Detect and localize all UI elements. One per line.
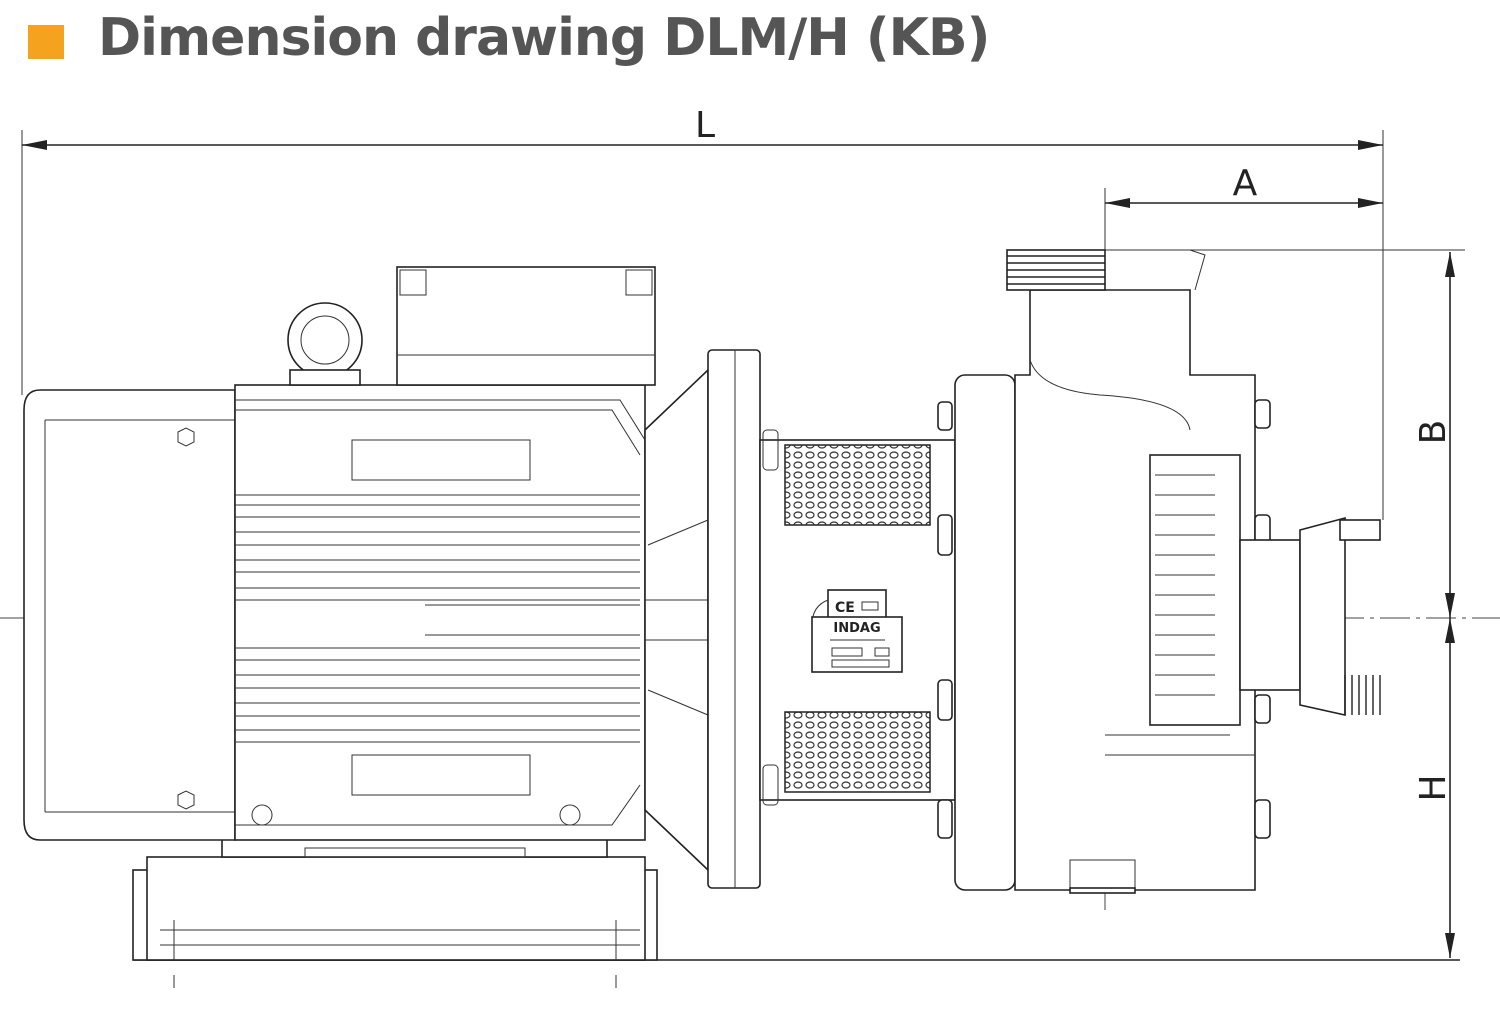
base-frame <box>132 824 658 961</box>
motor-fan-cover <box>23 389 236 841</box>
dimension-label-H: H <box>1413 774 1454 801</box>
dimension-label-A: A <box>1233 163 1258 204</box>
nameplate: CE INDAG <box>811 589 903 673</box>
lifting-eye-bolt <box>287 302 363 386</box>
title-bullet-square <box>28 25 64 59</box>
motor-bracket <box>644 368 709 872</box>
dimension-B-H: B H <box>1190 249 1465 958</box>
flange <box>707 349 761 889</box>
terminal-box <box>396 266 656 386</box>
dimension-A: A <box>1104 163 1383 250</box>
casing-bolts <box>937 399 1271 839</box>
discharge-port-thread <box>1006 249 1206 291</box>
guard-upper-perforated <box>784 444 931 526</box>
page-title: Dimension drawing DLM/H (KB) <box>98 8 990 68</box>
ce-mark: CE <box>835 600 855 616</box>
motor-body <box>234 384 646 841</box>
dimension-label-B: B <box>1413 420 1454 445</box>
dimension-L: L <box>21 105 1384 520</box>
dimension-label-L: L <box>695 105 715 146</box>
guard-lower-perforated <box>784 711 931 793</box>
brand-name: INDAG <box>833 621 880 636</box>
suction-port-thread <box>1239 516 1381 716</box>
pump-casing <box>954 289 1256 894</box>
